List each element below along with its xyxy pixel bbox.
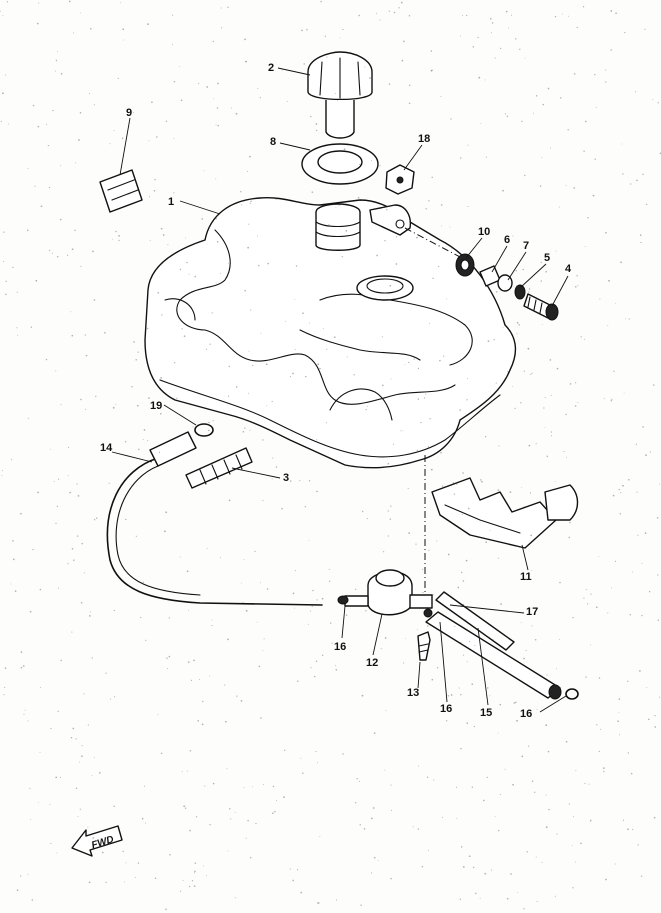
cap-gasket	[301, 143, 379, 185]
callout-4: 4	[565, 263, 572, 275]
callout-18: 18	[418, 133, 430, 145]
leader-lines	[111, 67, 569, 713]
callout-16-left: 16	[334, 641, 346, 653]
callout-14: 14	[100, 442, 113, 454]
fuel-strainer	[185, 447, 253, 489]
callout-13: 13	[407, 687, 419, 699]
callout-15: 15	[480, 707, 492, 719]
screw-13	[417, 631, 431, 661]
heat-protector	[431, 477, 579, 549]
clip-18	[385, 164, 415, 195]
callout-5: 5	[544, 252, 550, 264]
callouts: 1 2 3 4 5 6 7 8 9 10 11 12 13 14 15 16 1…	[100, 62, 572, 720]
hose-clip-16	[565, 688, 579, 700]
callout-6: 6	[504, 234, 510, 246]
callout-7: 7	[523, 240, 529, 252]
callout-19: 19	[150, 400, 162, 412]
callout-8: 8	[270, 136, 276, 148]
callout-1: 1	[168, 196, 174, 208]
fuel-cap	[307, 51, 373, 139]
callout-3: 3	[283, 472, 289, 484]
callout-9: 9	[126, 107, 132, 119]
fuel-cock	[337, 455, 433, 618]
fuel-hose-14	[106, 431, 323, 606]
callout-17: 17	[526, 606, 538, 618]
hose-15	[425, 611, 562, 700]
callout-16-middle: 16	[440, 703, 452, 715]
callout-10: 10	[478, 226, 490, 238]
callout-2: 2	[268, 62, 274, 74]
callout-11: 11	[520, 571, 532, 583]
callout-12: 12	[366, 657, 378, 669]
hose-17	[435, 591, 515, 651]
label-plate	[99, 169, 143, 213]
fuel-tank	[144, 197, 517, 469]
callout-16-right: 16	[520, 708, 532, 720]
hose-clip-19	[194, 423, 214, 437]
fwd-arrow: FWD	[71, 825, 123, 857]
mount-hardware	[404, 227, 559, 321]
